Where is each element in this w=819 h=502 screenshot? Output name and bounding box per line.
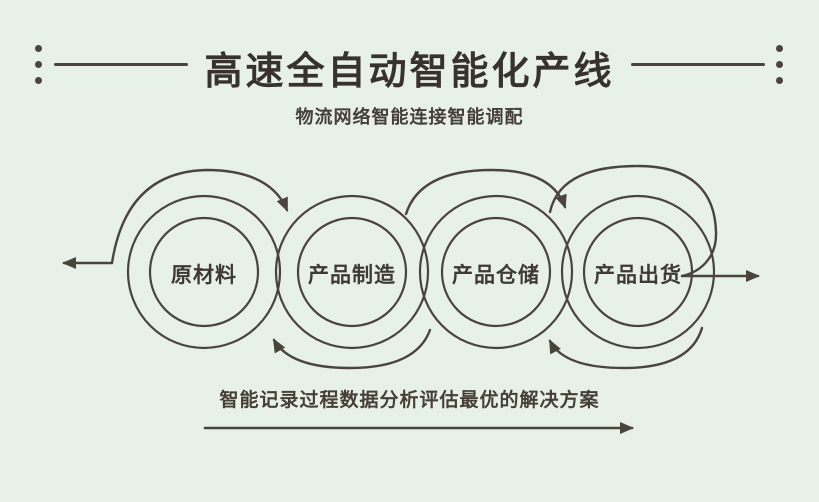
top-arc-2	[404, 168, 567, 216]
page-subtitle: 物流网络智能连接智能调配	[295, 107, 524, 127]
bottom-arc-1	[272, 328, 432, 370]
node-rings	[126, 194, 716, 350]
page-title: 高速全自动智能化产线	[204, 51, 615, 93]
flow-arcs	[62, 164, 760, 370]
dot-decoration	[35, 45, 42, 52]
dot-decoration	[35, 61, 42, 68]
node-circle-inner-3	[440, 216, 552, 328]
node-label-manufacturing: 产品制造	[308, 264, 396, 287]
header-dots-left	[35, 45, 43, 84]
dot-decoration	[776, 61, 783, 68]
dot-decoration	[776, 77, 783, 84]
node-label-raw-materials: 原材料	[171, 264, 237, 287]
top-arc-1	[110, 168, 289, 265]
bottom-arc-2	[548, 326, 704, 370]
node-circle-outer-3	[418, 194, 574, 350]
node-circle-outer-2	[274, 194, 430, 350]
node-circle-outer-4	[560, 194, 716, 350]
footer-caption: 智能记录过程数据分析评估最优的解决方案	[219, 390, 600, 411]
dot-decoration	[35, 77, 42, 84]
header-line-left	[54, 63, 188, 66]
node-circle-outer-1	[126, 194, 282, 350]
node-circle-inner-2	[296, 216, 408, 328]
node-circle-inner-1	[148, 216, 260, 328]
header-dots-right	[776, 45, 784, 84]
header-line-right	[631, 63, 765, 66]
top-arc-3	[548, 164, 718, 278]
node-label-shipping: 产品出货	[594, 264, 682, 287]
dot-decoration	[776, 45, 783, 52]
node-label-warehousing: 产品仓储	[452, 264, 540, 287]
